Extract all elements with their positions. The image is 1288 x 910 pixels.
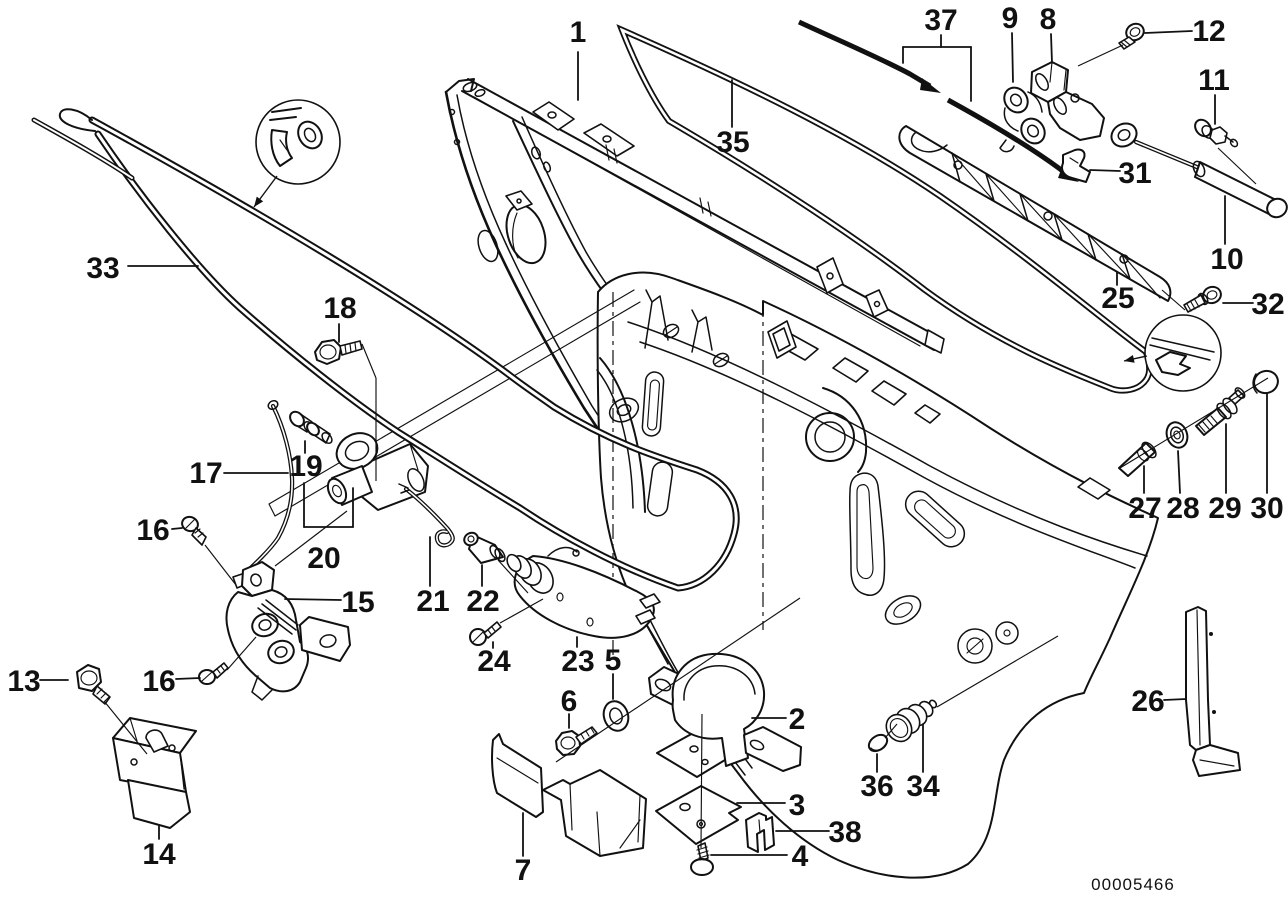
callout-21[interactable]: 21 xyxy=(416,585,449,618)
part-striker-bracket-2 xyxy=(648,652,802,778)
callout-6[interactable]: 6 xyxy=(561,685,578,718)
part-screw-32 xyxy=(1183,285,1222,313)
part-clip-31 xyxy=(1061,148,1091,183)
part-washer-5 xyxy=(602,700,630,732)
callout-5[interactable]: 5 xyxy=(605,644,622,677)
callout-34[interactable]: 34 xyxy=(906,770,940,803)
part-window-seal-35 xyxy=(616,24,1153,394)
part-cover-7 xyxy=(491,733,647,857)
callout-27[interactable]: 27 xyxy=(1128,492,1161,525)
callout-13[interactable]: 13 xyxy=(7,665,40,698)
part-screw-24 xyxy=(469,621,502,646)
part-buffer-34 xyxy=(885,699,938,743)
part-grommet-22 xyxy=(463,531,506,564)
callout-16-lower[interactable]: 16 xyxy=(142,665,175,698)
callout-17[interactable]: 17 xyxy=(189,457,222,490)
part-striker-14 xyxy=(112,717,197,829)
callout-33[interactable]: 33 xyxy=(86,252,119,285)
part-clip-38 xyxy=(745,812,775,853)
callout-7[interactable]: 7 xyxy=(515,854,532,887)
callout-2[interactable]: 2 xyxy=(789,703,806,736)
part-ball-stud-11 xyxy=(1194,118,1239,148)
callout-4[interactable]: 4 xyxy=(792,840,809,873)
leader-lines xyxy=(39,30,1268,857)
callout-8[interactable]: 8 xyxy=(1040,3,1057,36)
callout-30[interactable]: 30 xyxy=(1250,492,1283,525)
callout-25[interactable]: 25 xyxy=(1101,282,1134,315)
diagram-number: 00005466 xyxy=(1091,875,1175,894)
part-pins-19 xyxy=(289,410,333,445)
part-expansion-plug-27 xyxy=(1118,441,1157,477)
axis-lines xyxy=(103,44,1269,849)
part-plug-36 xyxy=(867,733,889,753)
part-bolt-18 xyxy=(314,339,363,365)
part-bolt-13 xyxy=(76,664,111,705)
part-hinge-bracket-8 xyxy=(1030,61,1105,141)
callout-18[interactable]: 18 xyxy=(323,292,356,325)
callout-23[interactable]: 23 xyxy=(561,645,594,678)
part-connecting-rod-21 xyxy=(398,483,455,548)
callout-26[interactable]: 26 xyxy=(1131,685,1164,718)
callout-1[interactable]: 1 xyxy=(570,16,587,49)
callout-24[interactable]: 24 xyxy=(477,645,511,678)
callout-9[interactable]: 9 xyxy=(1002,2,1019,35)
callout-38[interactable]: 38 xyxy=(828,816,861,849)
callout-11[interactable]: 11 xyxy=(1198,64,1230,97)
part-screw-12 xyxy=(1118,22,1145,50)
callout-32[interactable]: 32 xyxy=(1251,288,1284,321)
callout-15[interactable]: 15 xyxy=(341,586,374,619)
callout-12[interactable]: 12 xyxy=(1192,15,1225,48)
callout-3[interactable]: 3 xyxy=(789,789,806,822)
callout-20[interactable]: 20 xyxy=(307,542,340,575)
part-channel-25 xyxy=(898,125,1172,302)
part-weatherstrip-33 xyxy=(31,108,740,592)
callout-14[interactable]: 14 xyxy=(142,838,176,871)
callout-29[interactable]: 29 xyxy=(1208,492,1241,525)
part-gas-strut-10 xyxy=(1110,122,1288,219)
part-trunk-lock-15 xyxy=(225,561,351,701)
magnifier-circle-left xyxy=(255,99,341,185)
callout-19[interactable]: 19 xyxy=(289,450,322,483)
callout-35[interactable]: 35 xyxy=(716,126,749,159)
part-gasket-9 xyxy=(999,86,1046,153)
detail-arrows xyxy=(253,175,1148,363)
callout-10[interactable]: 10 xyxy=(1210,243,1243,276)
part-bolt-6 xyxy=(555,726,598,756)
callout-16-upper[interactable]: 16 xyxy=(136,514,169,547)
part-screw-16-upper xyxy=(181,515,207,546)
part-screw-4 xyxy=(690,842,714,876)
callout-28[interactable]: 28 xyxy=(1166,492,1199,525)
part-screw-16-lower xyxy=(198,662,229,685)
part-trim-26 xyxy=(1185,606,1241,777)
part-lock-actuator-23 xyxy=(506,546,661,639)
part-shim-plate-3 xyxy=(655,785,742,845)
part-washer-28 xyxy=(1165,421,1189,449)
part-lock-cylinder-housing-20 xyxy=(326,432,429,511)
callout-37[interactable]: 37 xyxy=(924,4,957,37)
callout-36[interactable]: 36 xyxy=(860,770,893,803)
magnifier-circle-right xyxy=(1144,314,1222,392)
callout-22[interactable]: 22 xyxy=(466,585,499,618)
part-cap-30 xyxy=(1252,369,1279,395)
part-screw-29 xyxy=(1195,387,1246,436)
callout-31[interactable]: 31 xyxy=(1118,157,1151,190)
